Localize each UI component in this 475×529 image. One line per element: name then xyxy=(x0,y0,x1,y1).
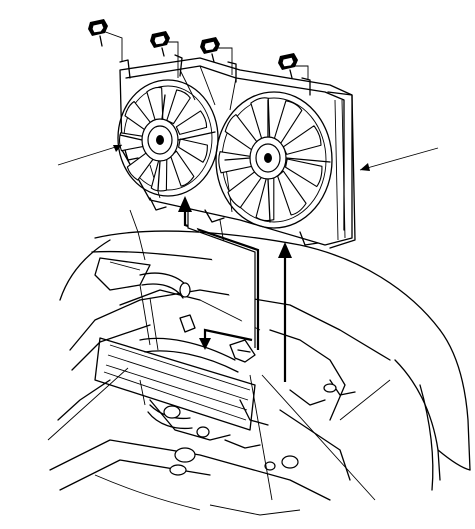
callout-right-fan xyxy=(359,147,439,171)
left-fan-blade xyxy=(170,150,195,187)
callout-lower-mid xyxy=(249,374,273,501)
left-fan-blade xyxy=(124,100,154,134)
callout-left-fan xyxy=(57,144,123,166)
shroud xyxy=(119,54,356,249)
left-fan-blade xyxy=(146,86,164,124)
right-fan-blade xyxy=(227,169,264,209)
right-fan-blade xyxy=(277,170,307,216)
bolt-2 xyxy=(150,31,170,57)
right-fan-blade xyxy=(273,100,303,145)
right-fan-blade xyxy=(218,151,257,174)
fan-connector xyxy=(229,339,256,363)
left-fan-blade xyxy=(178,138,208,163)
callout-lower-left xyxy=(47,367,129,441)
right-fan-blade xyxy=(285,158,323,188)
right-fan-blade xyxy=(282,125,322,155)
right-fan-blade xyxy=(250,97,271,144)
removal-arrows xyxy=(178,196,292,382)
left-fan-blade xyxy=(166,89,191,125)
engine-bay xyxy=(49,230,471,516)
bolt-3 xyxy=(200,37,220,63)
bolt-1 xyxy=(88,19,108,47)
bolt-4 xyxy=(278,53,298,79)
right-fan-blade xyxy=(224,114,261,154)
right-fan-blade xyxy=(255,176,275,222)
right-fan xyxy=(215,91,333,229)
callout-lower-right xyxy=(261,374,376,501)
left-fan-blade xyxy=(118,132,150,152)
left-fan xyxy=(117,79,219,197)
left-fan-blade xyxy=(175,110,208,135)
